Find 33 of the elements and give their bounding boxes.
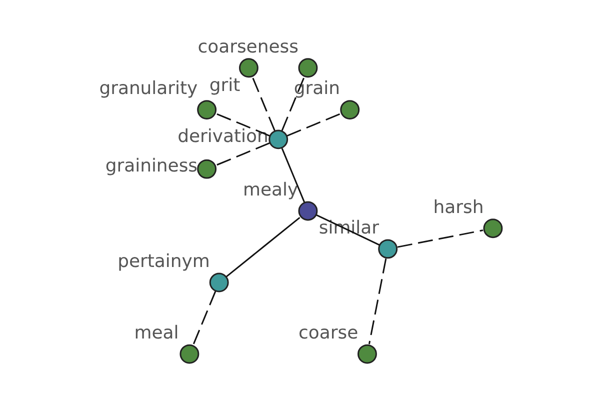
node-label: coarse bbox=[298, 322, 358, 343]
node-circle bbox=[298, 58, 318, 78]
node-circle bbox=[378, 238, 398, 258]
node-circle bbox=[340, 100, 360, 120]
node-label: mealy bbox=[242, 178, 298, 200]
node-circle bbox=[482, 218, 502, 238]
connector bbox=[192, 290, 216, 345]
node-label: coarseness bbox=[197, 36, 298, 57]
node-label: grit bbox=[208, 74, 240, 96]
node-circle bbox=[196, 100, 216, 120]
node-circle bbox=[268, 129, 288, 149]
connector bbox=[280, 148, 305, 202]
node-label: derivation bbox=[177, 125, 268, 146]
node-label: grain bbox=[293, 78, 340, 99]
node-label: pertainym bbox=[117, 250, 210, 272]
node-label: meal bbox=[134, 322, 178, 343]
node-circle bbox=[298, 200, 318, 220]
connector bbox=[214, 112, 270, 136]
connector bbox=[226, 216, 300, 277]
connector bbox=[396, 229, 483, 248]
node-label: graininess bbox=[104, 154, 198, 176]
node-circle bbox=[238, 58, 258, 78]
connector bbox=[368, 258, 386, 344]
node-label: harsh bbox=[432, 196, 484, 218]
node-circle bbox=[357, 344, 376, 364]
connector bbox=[251, 76, 275, 130]
connector bbox=[286, 112, 341, 136]
node-circle bbox=[208, 272, 228, 292]
node-label: granularity bbox=[98, 78, 198, 99]
node-circle bbox=[179, 344, 199, 364]
connector bbox=[280, 76, 304, 130]
node-circle bbox=[196, 158, 216, 178]
connector bbox=[214, 142, 270, 166]
